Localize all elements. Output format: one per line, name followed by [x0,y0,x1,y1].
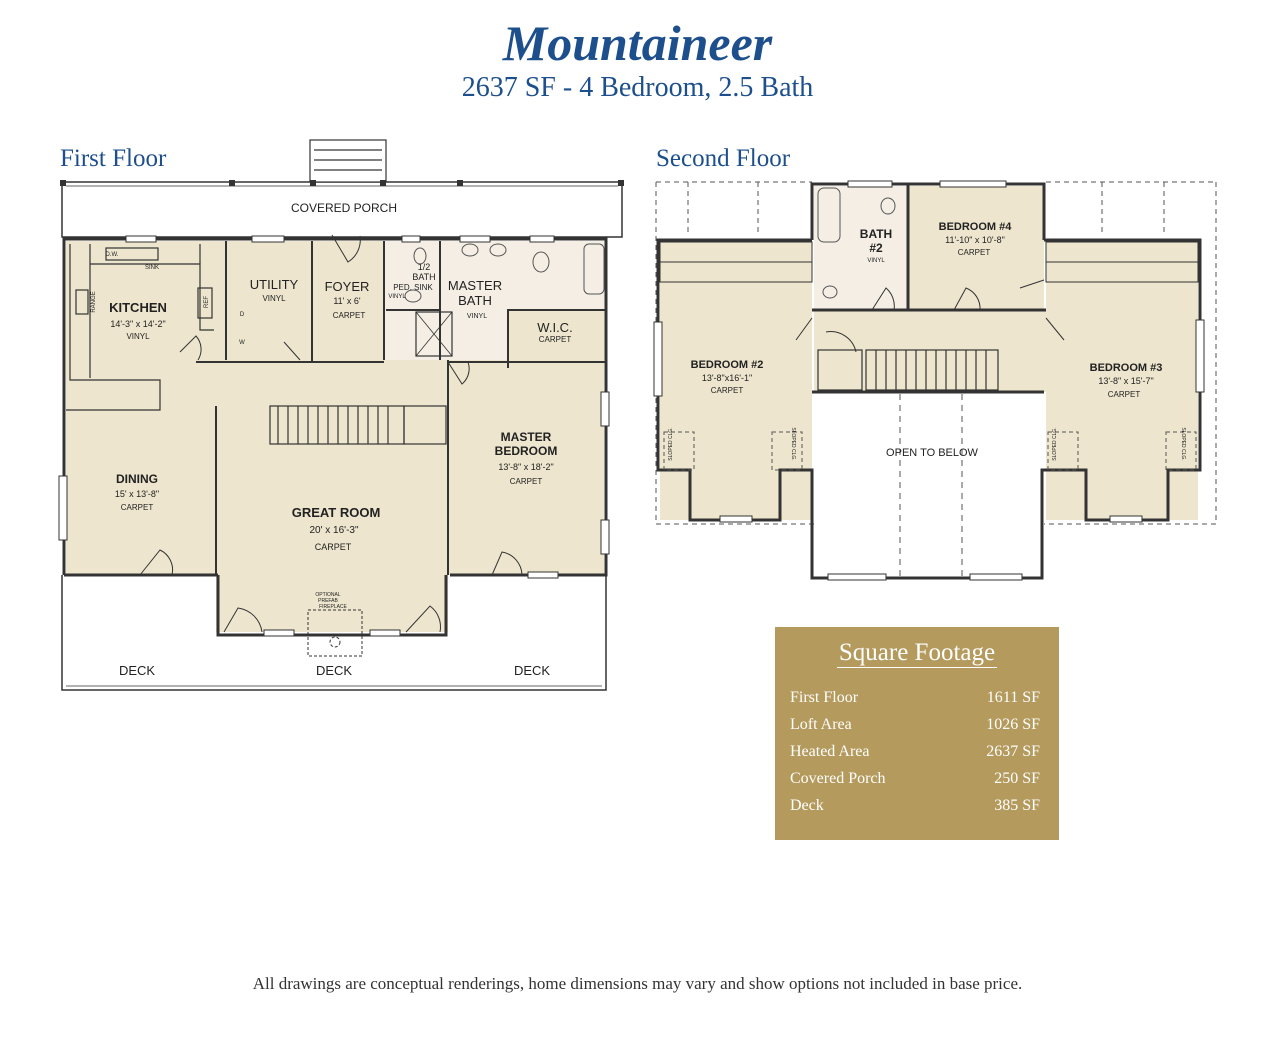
deck-outline [61,575,607,691]
second-windows [653,180,1205,581]
second-room-fills [660,186,1198,520]
half-bath-line1: 1/2 [418,262,431,272]
deck-label-left: DECK [119,663,155,678]
bath2-fixtures [817,187,896,299]
sloped-ceiling-lines [663,431,1197,471]
master-bedroom-finish: CARPET [510,477,543,486]
half-bath-line2: BATH [412,272,435,282]
sf-row-first-floor: First Floor 1611 SF [790,689,1040,706]
foyer-size: 11' x 6' [333,296,361,306]
door-swings [139,234,523,633]
sf-row-loft-area: Loft Area 1026 SF [790,716,1040,733]
sf-row-covered-porch: Covered Porch 250 SF [790,770,1040,787]
open-below-lines [899,394,963,576]
master-bedroom-size: 13'-8" x 18'-2" [498,462,553,472]
sink-label: SINK [145,265,159,271]
bedroom2-finish: CARPET [711,386,744,395]
master-bedroom-line2: BEDROOM [495,444,558,458]
sloped-clg-2: SLOPED CLG. [790,427,796,460]
bedroom2-name: BEDROOM #2 [691,359,764,371]
fireplace [307,609,363,657]
bedroom4-finish: CARPET [958,248,991,257]
open-to-below-label: OPEN TO BELOW [886,447,979,459]
master-bath-line1: MASTER [448,278,502,293]
sloped-clg-1: SLOPED CLG. [668,427,674,460]
porch-posts [60,180,624,186]
knee-walls [659,241,1199,283]
great-room-size: 20' x 16'-3" [309,525,359,536]
bedroom3-name: BEDROOM #3 [1090,362,1163,374]
deck-label-right: DECK [514,663,550,678]
foyer-finish: CARPET [333,311,366,320]
range-label: RANGE [91,291,97,312]
utility-name: UTILITY [250,277,299,292]
dishwasher-label: D.W. [106,252,119,258]
sf-row-deck: Deck 385 SF [790,797,1040,814]
windows [58,235,610,637]
bath2-line2: #2 [869,241,883,255]
master-bedroom-line1: MASTER [501,430,552,444]
kitchen-size: 14'-3" x 14'-2" [110,319,165,329]
deck-label-center: DECK [316,663,352,678]
utility-finish: VINYL [262,294,286,303]
interior-walls [196,241,606,575]
room-fills [66,241,606,632]
square-footage-title: Square Footage [836,639,998,668]
covered-porch-label: COVERED PORCH [291,201,397,215]
page-title: Mountaineer [502,15,773,71]
kitchen-name: KITCHEN [109,300,167,315]
first-floor-label: First Floor [60,145,167,172]
fireplace-line1: OPTIONAL [315,592,341,598]
bedroom4-size: 11'-10" x 10'-8" [945,235,1005,245]
porch-stairs [309,139,387,183]
fireplace-line3: FIREPLACE [319,604,347,610]
washer-label: W [239,340,245,346]
main-stairs [269,405,447,445]
bedroom3-finish: CARPET [1108,390,1141,399]
first-floor-plan: COVERED PORCH D.W. SINK RANGE REF KITCHE… [58,139,624,691]
sloped-clg-4: SLOPED CLG. [1180,427,1186,460]
second-floor-plan: BATH #2 VINYL BEDROOM #4 11'-10" x 10'-8… [653,180,1217,581]
bedroom4-name: BEDROOM #4 [939,221,1013,233]
dryer-label: D [240,312,245,318]
half-bath-finish: VINYL [388,294,406,300]
foyer-name: FOYER [325,279,370,294]
bedroom2-size: 13'-8"x16'-1" [702,373,752,383]
bedroom3-size: 13'-8" x 15'-7" [1098,376,1153,386]
bath2-finish: VINYL [867,258,885,264]
bath2-line1: BATH [860,227,892,241]
wic-name: W.I.C. [537,320,572,335]
sf-row-heated-area: Heated Area 2637 SF [790,743,1040,760]
kitchen-counters [66,244,214,411]
square-footage-panel: Square Footage First Floor 1611 SF Loft … [775,627,1059,840]
bath-fixtures [404,243,605,303]
disclaimer-text: All drawings are conceptual renderings, … [252,974,1023,993]
dining-size: 15' x 13'-8" [115,489,159,499]
second-floor-label: Second Floor [656,145,791,172]
upper-stairs [817,349,999,391]
great-room-finish: CARPET [315,542,352,552]
master-bath-finish: VINYL [467,313,487,320]
ref-label: REF [204,296,210,308]
kitchen-finish: VINYL [126,332,150,341]
dining-name: DINING [116,472,158,486]
great-room-name: GREAT ROOM [292,505,381,520]
sloped-clg-3: SLOPED CLG. [1052,427,1058,460]
ped-sink-label: PED. SINK [393,283,433,292]
master-bath-line2: BATH [458,293,492,308]
second-door-swings [795,279,1065,353]
page-subtitle: 2637 SF - 4 Bedroom, 2.5 Bath [461,72,814,103]
dining-finish: CARPET [121,503,154,512]
wic-finish: CARPET [539,335,572,344]
fireplace-line2: PREFAB [318,598,338,604]
